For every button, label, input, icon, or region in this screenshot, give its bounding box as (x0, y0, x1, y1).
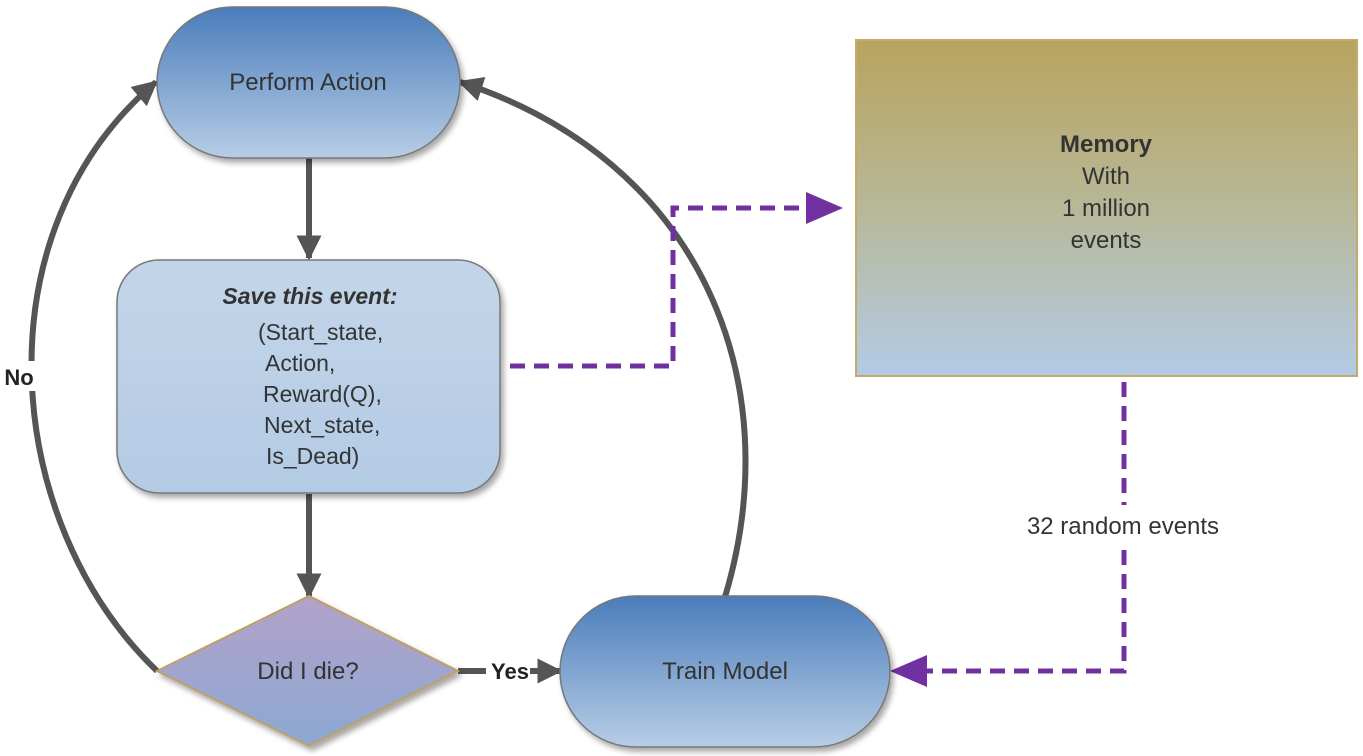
save-event-line: Is_Dead) (266, 443, 359, 469)
edge-save-to-memory (510, 205, 808, 369)
node-save-event[interactable]: Save this event: (Start_state, Action, R… (116, 259, 501, 494)
node-perform-action[interactable]: Perform Action (156, 6, 461, 159)
edge-memory-to-train-bottom (925, 550, 1127, 674)
save-event-line: (Start_state, (258, 319, 383, 345)
node-train-model[interactable]: Train Model (559, 595, 891, 748)
memory-line: events (1071, 227, 1142, 254)
arrowhead-train-icon (890, 655, 927, 687)
save-event-line: Next_state, (264, 412, 380, 438)
memory-title: Memory (1060, 131, 1153, 158)
save-event-title: Save this event: (222, 283, 397, 309)
arrowhead-memory-icon (806, 192, 843, 224)
save-event-line: Reward(Q), (263, 381, 382, 407)
edge-label-yes: Yes (491, 659, 529, 684)
node-decision[interactable]: Did I die? (154, 594, 461, 748)
memory-line: With (1082, 163, 1130, 190)
edge-train-to-perform (457, 77, 749, 598)
perform-action-label: Perform Action (229, 69, 386, 96)
save-event-line: Action, (265, 350, 335, 376)
edge-label-32-random-events: 32 random events (1027, 513, 1219, 540)
edge-label-no: No (4, 365, 33, 390)
no-label-background (4, 361, 40, 391)
node-memory[interactable]: Memory With 1 million events (855, 39, 1358, 377)
memory-line: 1 million (1062, 195, 1150, 222)
train-model-label: Train Model (662, 658, 788, 685)
decision-label: Did I die? (257, 658, 358, 685)
